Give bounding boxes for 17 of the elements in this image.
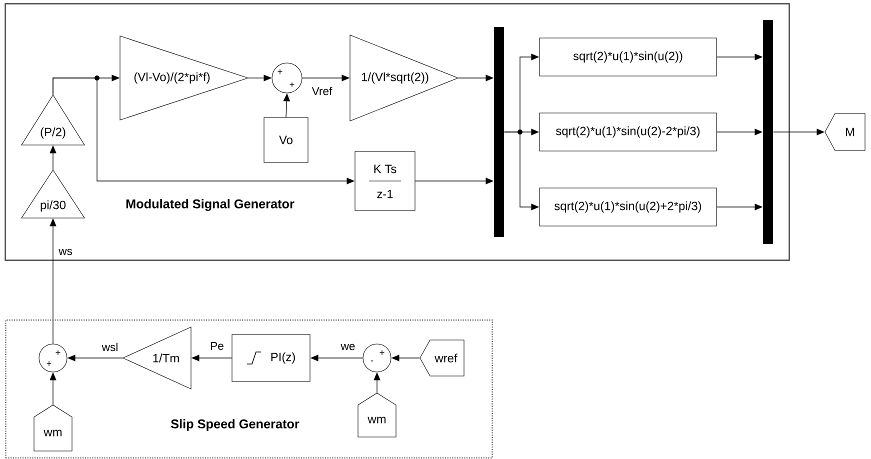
from-tag: wm: [358, 392, 396, 438]
edge-label: Pe: [208, 340, 226, 352]
function-block: Vo: [264, 117, 308, 163]
edge-label: ws: [57, 248, 74, 256]
gain-triangle: pi/30: [21, 170, 85, 218]
gain-triangle: (P/2): [21, 94, 85, 146]
goto-tag: M: [824, 113, 866, 151]
function-block: sqrt(2)*u(1)*sin(u(2)): [539, 38, 717, 76]
function-block: sqrt(2)*u(1)*sin(u(2)-2*pi/3): [539, 112, 717, 152]
goto-tag: wref: [420, 340, 464, 376]
function-block: PI(z): [232, 334, 310, 382]
edge-label: wsl: [100, 342, 120, 352]
edge-label: we: [339, 342, 357, 352]
edge-label: Vref: [310, 86, 334, 96]
transfer-function-block: K Ts z-1: [354, 151, 416, 211]
from-tag: wm: [34, 404, 72, 452]
function-block: sqrt(2)*u(1)*sin(u(2)+2*pi/3): [539, 188, 717, 226]
